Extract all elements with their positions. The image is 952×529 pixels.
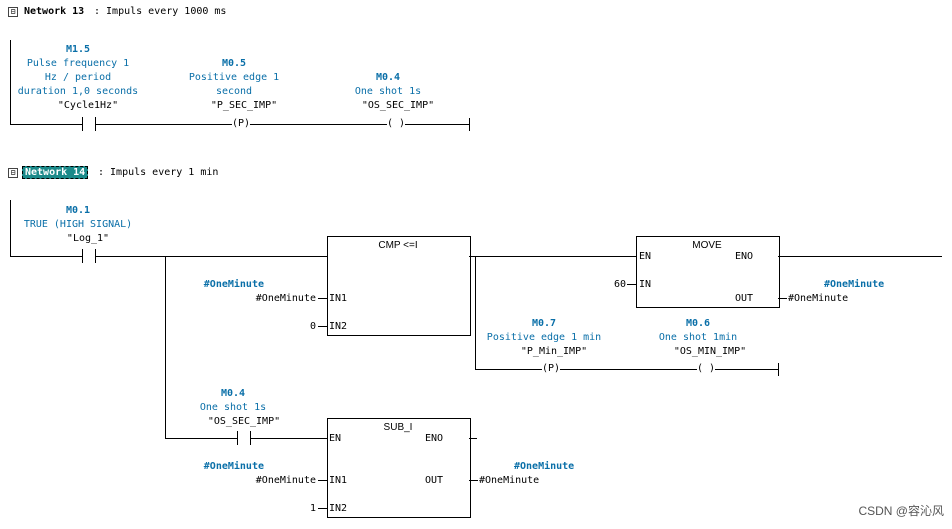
coil-m0-4[interactable]: ( ) (386, 118, 406, 130)
cmp-in1-label: IN1 (329, 293, 348, 304)
move-out-lead (778, 298, 787, 299)
move-title: MOVE (692, 240, 722, 251)
contact-address: M0.1 (65, 205, 91, 216)
move-eno-wire (778, 256, 942, 257)
coil-address: M0.4 (375, 72, 401, 83)
cmp-in1-lead (318, 298, 327, 299)
move-in-value[interactable]: 60 (613, 279, 626, 290)
cmp-in1-value[interactable]: #OneMinute (255, 293, 316, 304)
pcoil-symbol: "P_Min_IMP" (520, 346, 588, 357)
cmp-box[interactable] (327, 236, 471, 336)
coil-address: M0.6 (685, 318, 711, 329)
sub-en-label: EN (329, 433, 342, 444)
network14-comment: : Impuls every 1 min (98, 167, 219, 178)
contact-symbol: "OS_SEC_IMP" (207, 416, 281, 427)
pcoil-comment-line: Positive edge 1 (188, 72, 280, 83)
sub-in2-label: IN2 (329, 503, 348, 514)
move-eno-label: ENO (735, 251, 754, 262)
sub-out-variable: #OneMinute (514, 461, 575, 472)
contact-comment-line: Hz / period (44, 72, 112, 83)
rung-14-pcoil-end (778, 363, 779, 376)
sub-in1-lead (318, 480, 327, 481)
sub-in1-value[interactable]: #OneMinute (255, 475, 316, 486)
cmp-title: CMP <=I (378, 240, 418, 251)
sub-out-lead (469, 480, 478, 481)
coil-comment-line: One shot 1s (354, 86, 422, 97)
cmp-in2-lead (318, 326, 327, 327)
contact-symbol: "Log_1" (66, 233, 110, 244)
contact-address: M0.4 (220, 388, 246, 399)
move-out-variable: #OneMinute (824, 279, 885, 290)
coil-comment-line: One shot 1min (658, 332, 738, 343)
cmp-in1-variable: #OneMinute (203, 279, 264, 290)
contact-comment-line: One shot 1s (199, 402, 267, 413)
network14-title[interactable]: Network 14 (22, 166, 89, 179)
no-contact-m0-1[interactable] (82, 249, 96, 263)
sub-out-label: OUT (425, 475, 444, 486)
pcoil-comment-line: second (215, 86, 253, 97)
rung-14-pcoil (475, 369, 779, 370)
coil-symbol: "OS_SEC_IMP" (361, 100, 435, 111)
no-contact-m0-4[interactable] (237, 431, 251, 445)
move-out-label: OUT (735, 293, 754, 304)
network13-title: Network 13 (24, 6, 85, 17)
positive-edge-coil-m0-5[interactable]: (P) (231, 118, 251, 130)
network14-collapse-toggle[interactable]: ⊟ (8, 168, 18, 178)
rung-13-end (469, 118, 470, 131)
contact-symbol: "Cycle1Hz" (57, 100, 119, 111)
sub-out-value[interactable]: #OneMinute (479, 475, 540, 486)
sub-in2-value[interactable]: 1 (309, 503, 316, 514)
power-rail-13 (10, 40, 11, 125)
sub-box[interactable] (327, 418, 471, 518)
no-contact-m1-5[interactable] (82, 117, 96, 131)
pcoil-address: M0.7 (531, 318, 557, 329)
rung-14-cmp-out (469, 256, 636, 257)
power-rail-14 (10, 200, 11, 257)
move-in-label: IN (639, 279, 652, 290)
sub-in1-variable: #OneMinute (203, 461, 264, 472)
sub-title: SUB_I (383, 422, 413, 433)
rung-14-main (10, 256, 328, 257)
sub-in2-lead (318, 508, 327, 509)
sub-eno-label: ENO (425, 433, 444, 444)
sub-eno-wire (469, 438, 477, 439)
pcoil-address: M0.5 (221, 58, 247, 69)
coil-symbol: "OS_MIN_IMP" (673, 346, 747, 357)
pcoil-comment-line: Positive edge 1 min (486, 332, 602, 343)
network13-collapse-toggle[interactable]: ⊟ (8, 7, 18, 17)
positive-edge-coil-m0-7[interactable]: (P) (541, 363, 561, 375)
watermark: CSDN @容沁风 (858, 504, 944, 518)
cmp-in2-label: IN2 (329, 321, 348, 332)
cmp-branch-down (475, 256, 476, 370)
network14-title-selected[interactable]: Network 14 (22, 166, 89, 179)
cmp-in2-value[interactable]: 0 (309, 321, 316, 332)
contact-comment-line: TRUE (HIGH SIGNAL) (23, 219, 133, 230)
move-out-value[interactable]: #OneMinute (788, 293, 849, 304)
sub-in1-label: IN1 (329, 475, 348, 486)
coil-m0-6[interactable]: ( ) (696, 363, 716, 375)
contact-comment-line: duration 1,0 seconds (17, 86, 139, 97)
pcoil-symbol: "P_SEC_IMP" (210, 100, 278, 111)
move-box[interactable] (636, 236, 780, 308)
network13-comment: : Impuls every 1000 ms (94, 6, 227, 17)
contact-address: M1.5 (65, 44, 91, 55)
move-en-label: EN (639, 251, 652, 262)
branch-vertical (165, 256, 166, 439)
move-in-lead (627, 284, 636, 285)
contact-comment-line: Pulse frequency 1 (26, 58, 130, 69)
